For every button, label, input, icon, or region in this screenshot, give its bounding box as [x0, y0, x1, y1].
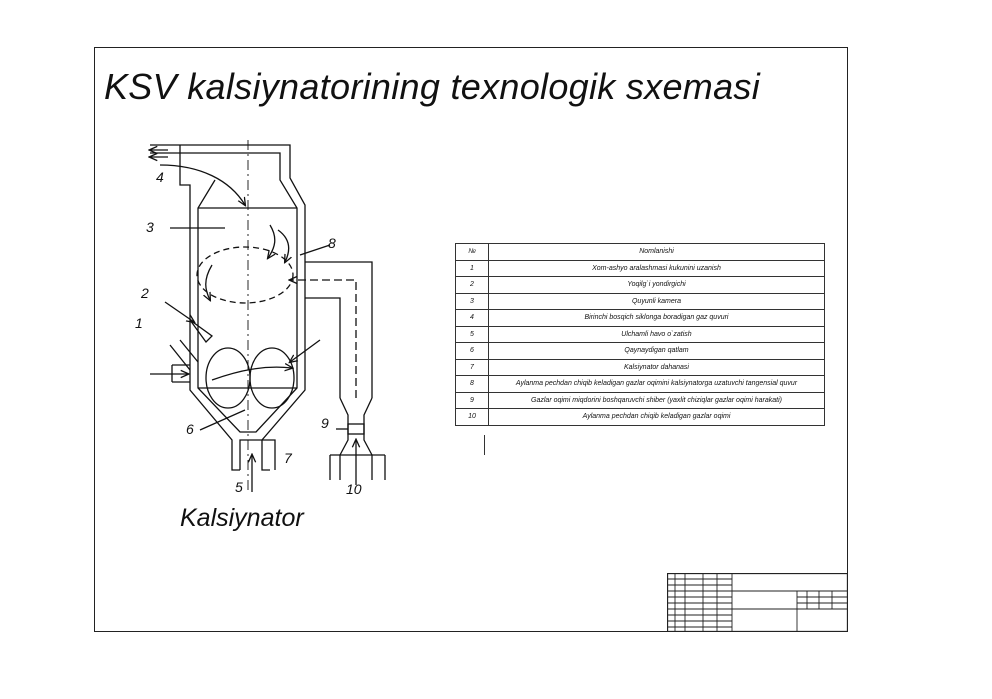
fluidized-bed: [205, 347, 251, 409]
scheme-caption: Kalsiynator: [180, 504, 304, 532]
calciner-shell-inner: [188, 152, 298, 433]
calciner-shell-outer-right: [180, 144, 306, 471]
legend-name: Aylanma pechdan chiqib keladigan gazlar …: [488, 408, 825, 426]
legend-name: Ulchamli havo o`zatish: [488, 325, 825, 343]
legend-name: Yoqilg`i yondirgichi: [488, 276, 825, 294]
legend-name: Aylanma pechdan chiqib keladigan gazlar …: [488, 375, 825, 393]
legend-row: 2 Yoqilg`i yondirgichi: [455, 276, 825, 294]
legend-row: 3 Quyunli kamera: [455, 292, 825, 310]
legend-row: 7 Kalsiynator dahanasi: [455, 358, 825, 376]
legend-num: 10: [455, 408, 489, 426]
callout-4: 4: [156, 169, 164, 185]
page-title: KSV kalsiynatorining texnologik sxemasi: [104, 66, 761, 107]
legend-name: Quyunli kamera: [488, 292, 825, 310]
callout-3: 3: [146, 219, 154, 235]
legend-row: 5 Ulchamli havo o`zatish: [455, 325, 825, 343]
callout-9: 9: [321, 415, 329, 431]
legend-num: 5: [455, 325, 489, 343]
raw-meal-feed: [169, 339, 199, 371]
legend-row: 6 Qaynaydigan qatlam: [455, 342, 825, 360]
callout-10: 10: [346, 481, 362, 497]
legend-row: 1 Xom-ashyo aralashmasi kukunini uzanish: [455, 259, 825, 277]
legend-num: 1: [455, 259, 489, 277]
legend-name: Birinchi bosqich siklonga boradigan gaz …: [488, 309, 825, 327]
legend-header-row: № Nomlanishi: [455, 243, 825, 261]
swirl-flow: [196, 246, 294, 304]
title-block-stamp: [667, 573, 848, 632]
callout-8: 8: [328, 235, 336, 251]
legend-table: № Nomlanishi 1 Xom-ashyo aralashmasi kuk…: [455, 243, 825, 426]
legend-name: Xom-ashyo aralashmasi kukunini uzanish: [488, 259, 825, 277]
legend-name: Gazlar oqimi miqdorini boshqaruvchi shib…: [488, 391, 825, 409]
legend-name: Kalsiynator dahanasi: [488, 358, 825, 376]
legend-name: Qaynaydigan qatlam: [488, 342, 825, 360]
legend-num: 9: [455, 391, 489, 409]
legend-num: 3: [455, 292, 489, 310]
tangential-duct: [305, 261, 373, 398]
callout-7: 7: [284, 450, 293, 466]
legend-column-line: [484, 435, 485, 455]
calciner-shell-outer: [179, 145, 240, 471]
legend-num: 4: [455, 309, 489, 327]
drawing-frame: [94, 47, 848, 632]
legend-num-header: №: [455, 243, 489, 261]
legend-name-header: Nomlanishi: [488, 243, 825, 261]
fuel-burner: [189, 319, 213, 343]
callout-2: 2: [140, 285, 149, 301]
gas-outlet-pipe: [150, 144, 188, 154]
kiln-gas-inlet: [329, 454, 386, 480]
callout-1: 1: [135, 315, 143, 331]
legend-row: 4 Birinchi bosqich siklonga boradigan ga…: [455, 309, 825, 327]
legend-row: 8 Aylanma pechdan chiqib keladigan gazla…: [455, 375, 825, 393]
legend-num: 2: [455, 276, 489, 294]
legend-num: 8: [455, 375, 489, 393]
legend-num: 7: [455, 358, 489, 376]
legend-row: 10 Aylanma pechdan chiqib keladigan gazl…: [455, 408, 825, 426]
callout-5: 5: [235, 479, 243, 495]
legend-num: 6: [455, 342, 489, 360]
callout-6: 6: [186, 421, 194, 437]
legend-row: 9 Gazlar oqimi miqdorini boshqaruvchi sh…: [455, 391, 825, 409]
